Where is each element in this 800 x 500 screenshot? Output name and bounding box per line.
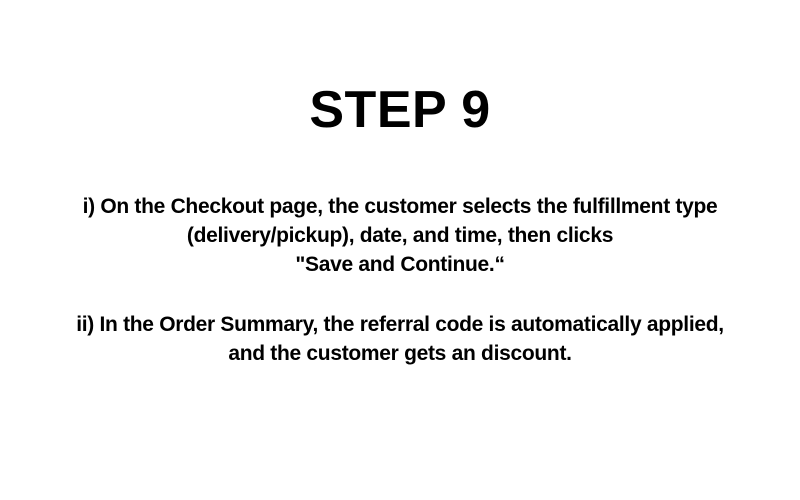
instruction-2-line-2: and the customer gets an discount. [228,342,572,365]
step-title: STEP 9 [309,81,491,139]
instruction-2-line-1: ii) In the Order Summary, the referral c… [76,313,724,336]
instruction-1-line-2: (delivery/pickup), date, and time, then … [186,224,614,247]
instruction-1: i) On the Checkout page, the customer se… [0,192,800,279]
instruction-1-line-3: "Save and Continue.“ [295,253,505,276]
instruction-2: ii) In the Order Summary, the referral c… [0,310,800,368]
instruction-1-line-1: i) On the Checkout page, the customer se… [82,195,718,218]
